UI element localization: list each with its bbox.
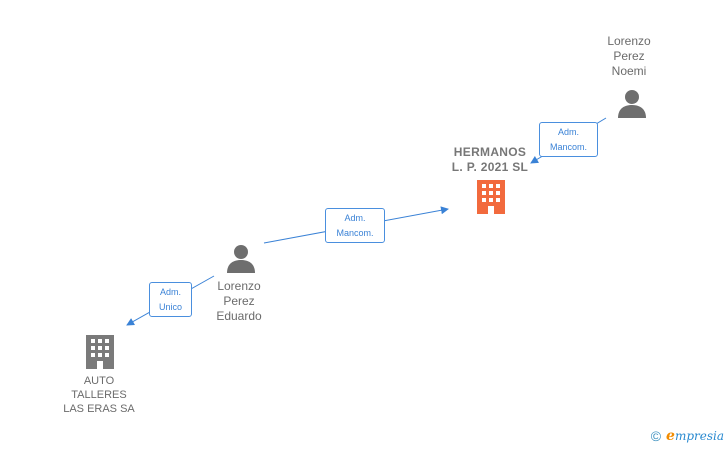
person-noemi-line-3: Noemi bbox=[611, 64, 647, 78]
edge-label-noemi-to-main[interactable]: Adm. Mancom. bbox=[539, 122, 598, 157]
edge-eduardo-main-line-1: Adm. bbox=[344, 213, 366, 223]
person-noemi-line-1: Lorenzo bbox=[607, 34, 651, 48]
person-icon[interactable] bbox=[226, 243, 256, 273]
brand-logo-initial: e bbox=[666, 428, 675, 444]
brand-footer: © e mpresia bbox=[651, 428, 724, 444]
company-auto-label[interactable]: AUTO TALLERES LAS ERAS SA bbox=[49, 374, 149, 416]
person-eduardo-line-1: Lorenzo bbox=[217, 279, 261, 293]
person-noemi-line-2: Perez bbox=[613, 49, 645, 63]
edge-eduardo-main-line-2: Mancom. bbox=[336, 228, 374, 238]
person-eduardo-label[interactable]: Lorenzo Perez Eduardo bbox=[199, 279, 279, 324]
edge-noemi-line-1: Adm. bbox=[557, 127, 579, 137]
person-icon[interactable] bbox=[617, 88, 647, 118]
brand-logo-text: mpresia bbox=[674, 429, 724, 443]
building-icon[interactable] bbox=[476, 180, 506, 214]
edge-noemi-line-2: Mancom. bbox=[549, 142, 587, 152]
person-eduardo-line-3: Eduardo bbox=[216, 309, 262, 323]
edge-eduardo-auto-line-1: Adm. bbox=[159, 287, 181, 297]
company-auto-line-1: AUTO bbox=[83, 375, 115, 387]
main-company-line-1: HERMANOS bbox=[453, 145, 527, 159]
edge-eduardo-auto-line-2: Unico bbox=[158, 302, 182, 312]
person-noemi-label[interactable]: Lorenzo Perez Noemi bbox=[589, 34, 669, 79]
company-auto-line-3: LAS ERAS SA bbox=[63, 403, 135, 415]
main-company-label[interactable]: HERMANOS L. P. 2021 SL bbox=[430, 145, 550, 175]
building-icon[interactable] bbox=[85, 335, 115, 369]
main-company-line-2: L. P. 2021 SL bbox=[451, 160, 529, 174]
person-eduardo-line-2: Perez bbox=[223, 294, 255, 308]
company-auto-line-2: TALLERES bbox=[71, 389, 127, 401]
copyright-symbol: © bbox=[650, 428, 662, 444]
edge-label-eduardo-to-auto[interactable]: Adm. Unico bbox=[149, 282, 192, 317]
edge-label-eduardo-to-main[interactable]: Adm. Mancom. bbox=[325, 208, 385, 243]
